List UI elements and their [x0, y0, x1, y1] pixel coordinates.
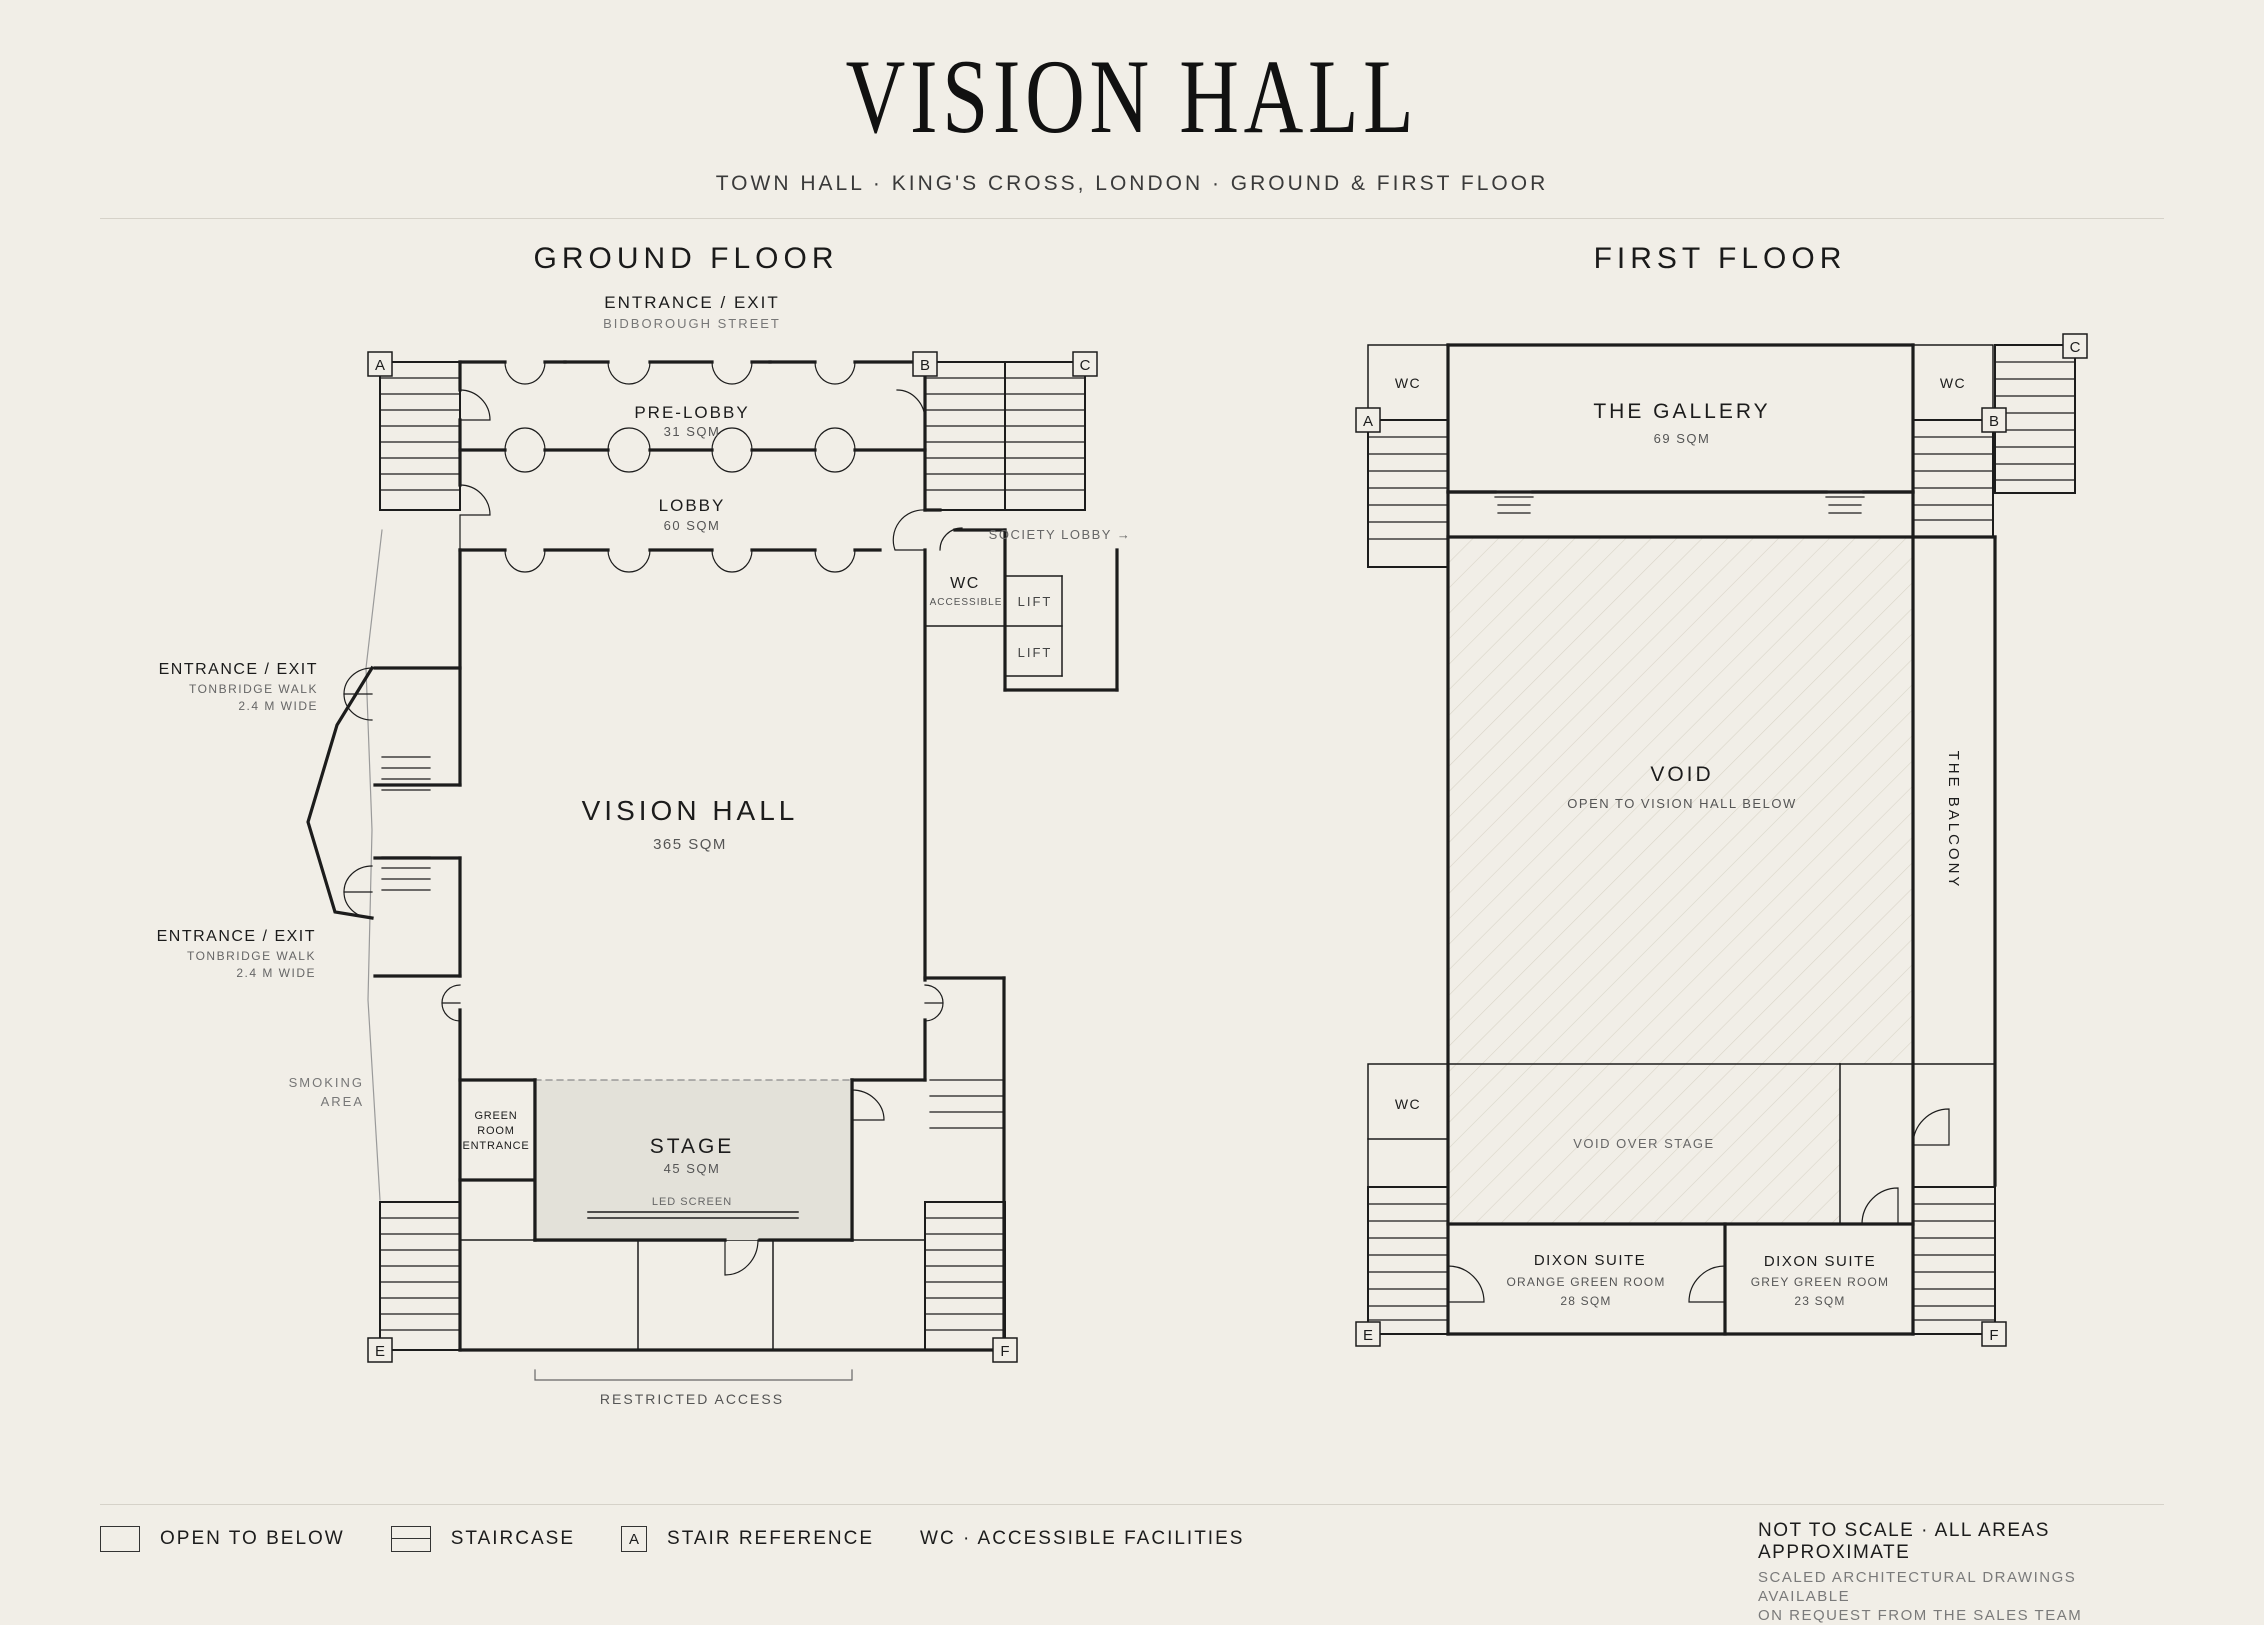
entrance-left-1-street: TONBRIDGE WALK [189, 682, 318, 696]
dixon-suite-2-label: DIXON SUITE [1764, 1253, 1876, 1270]
entrance-left-2-label: ENTRANCE / EXIT [157, 928, 316, 945]
page-title: VISION HALL [845, 38, 1419, 155]
entrance-left-1-width: 2.4 M WIDE [238, 699, 318, 713]
void-label: VOID [1650, 763, 1713, 786]
legend: OPEN TO BELOW STAIRCASE A STAIR REFERENC… [100, 1524, 1290, 1554]
open-to-below-swatch [100, 1526, 140, 1552]
ground-floor-plan [306, 360, 1119, 1381]
scale-note: NOT TO SCALE · ALL AREAS APPROXIMATE SCA… [1758, 1520, 2164, 1625]
smoking-label-2: AREA [321, 1094, 364, 1109]
ff-stair-ref-c: C [2070, 339, 2081, 356]
staircase-swatch [390, 1526, 431, 1552]
void-over-stage-label: VOID OVER STAGE [1573, 1136, 1714, 1151]
legend-stair-reference-label: STAIR REFERENCE [667, 1528, 875, 1549]
entrance-top-street: BIDBOROUGH STREET [603, 316, 781, 331]
stair-ref-a: A [375, 357, 385, 374]
green-room-line-1: GREEN [474, 1110, 517, 1122]
scale-note-line-1: NOT TO SCALE · ALL AREAS APPROXIMATE [1758, 1520, 2050, 1563]
legend-wc: WC · ACCESSIBLE FACILITIES [920, 1528, 1244, 1550]
stair-ref-c: C [1080, 357, 1091, 374]
legend-stair-reference: A STAIR REFERENCE [621, 1526, 874, 1552]
ff-stair-ref-e: E [1363, 1327, 1373, 1344]
first-floor-staircases [1367, 344, 2076, 1335]
ground-staircases [379, 361, 1086, 1351]
ff-stair-ref-a: A [1363, 413, 1373, 430]
lift-1-label: LIFT [1018, 594, 1053, 609]
first-floor-plan [1367, 343, 2076, 1336]
page-subtitle: TOWN HALL · KING'S CROSS, LONDON · GROUN… [715, 172, 1549, 195]
entrance-left-1-label: ENTRANCE / EXIT [159, 661, 318, 678]
restricted-access-label: RESTRICTED ACCESS [600, 1391, 784, 1407]
stair-ref-b: B [920, 357, 930, 374]
lobby-label: LOBBY [659, 496, 726, 515]
legend-staircase: STAIRCASE [390, 1526, 576, 1552]
legend-wc-label: WC · ACCESSIBLE FACILITIES [920, 1528, 1245, 1549]
stage-area: 45 SQM [664, 1161, 721, 1176]
ground-stair-refs [367, 351, 1098, 1363]
stair-reference-swatch: A [621, 1526, 648, 1552]
legend-staircase-label: STAIRCASE [450, 1528, 576, 1549]
vision-hall-label: VISION HALL [582, 795, 799, 826]
led-screen-label: LED SCREEN [652, 1196, 732, 1208]
balcony-label: THE BALCONY [1945, 751, 1962, 890]
wc-label: WC [950, 575, 980, 592]
gallery-area: 69 SQM [1654, 431, 1711, 446]
ff-wc-left: WC [1395, 375, 1421, 391]
ff-wc-right: WC [1940, 375, 1966, 391]
smoking-label-1: SMOKING [289, 1075, 364, 1090]
dixon-suite-1-area: 28 SQM [1560, 1294, 1611, 1308]
header-divider [100, 218, 2164, 219]
ff-stair-ref-f: F [1989, 1327, 1998, 1344]
pre-lobby-label: PRE-LOBBY [634, 403, 749, 422]
green-room-line-3: ENTRANCE [463, 1140, 530, 1152]
lobby-area: 60 SQM [664, 518, 721, 533]
stair-ref-e: E [375, 1343, 385, 1360]
ground-floor-title: GROUND FLOOR [533, 242, 839, 275]
legend-open-to-below-label: OPEN TO BELOW [160, 1528, 345, 1549]
gallery-label: THE GALLERY [1593, 400, 1770, 423]
dixon-suite-2-sub: GREY GREEN ROOM [1751, 1275, 1889, 1289]
entrance-left-2-width: 2.4 M WIDE [236, 966, 316, 980]
dixon-suite-2-area: 23 SQM [1794, 1294, 1845, 1308]
vision-hall-area: 365 SQM [653, 836, 727, 853]
pre-lobby-area: 31 SQM [664, 424, 721, 439]
void-sub-label: OPEN TO VISION HALL BELOW [1567, 796, 1796, 811]
lift-2-label: LIFT [1018, 645, 1053, 660]
stair-ref-f: F [1000, 1343, 1009, 1360]
ff-wc-lower: WC [1395, 1096, 1421, 1112]
ground-door-swings [343, 361, 963, 1276]
stage-label: STAGE [650, 1135, 735, 1158]
dixon-suite-1-label: DIXON SUITE [1534, 1252, 1646, 1269]
scale-note-line-3: ON REQUEST FROM THE SALES TEAM [1758, 1607, 2083, 1624]
legend-open-to-below: OPEN TO BELOW [100, 1526, 345, 1552]
first-floor-stair-refs [1355, 333, 2088, 1347]
wc-accessible-label: ACCESSIBLE [930, 597, 1003, 608]
entrance-top-label: ENTRANCE / EXIT [604, 293, 779, 312]
dixon-suite-1-sub: ORANGE GREEN ROOM [1506, 1275, 1665, 1289]
footer-divider [100, 1504, 2164, 1505]
first-floor-title: FIRST FLOOR [1593, 242, 1847, 275]
society-lobby-label: SOCIETY LOBBY → [989, 527, 1132, 542]
entrance-left-2-street: TONBRIDGE WALK [187, 949, 316, 963]
green-room-line-2: ROOM [477, 1125, 514, 1137]
scale-note-line-2: SCALED ARCHITECTURAL DRAWINGS AVAILABLE [1758, 1569, 2077, 1605]
ff-stair-ref-b: B [1989, 413, 1999, 430]
